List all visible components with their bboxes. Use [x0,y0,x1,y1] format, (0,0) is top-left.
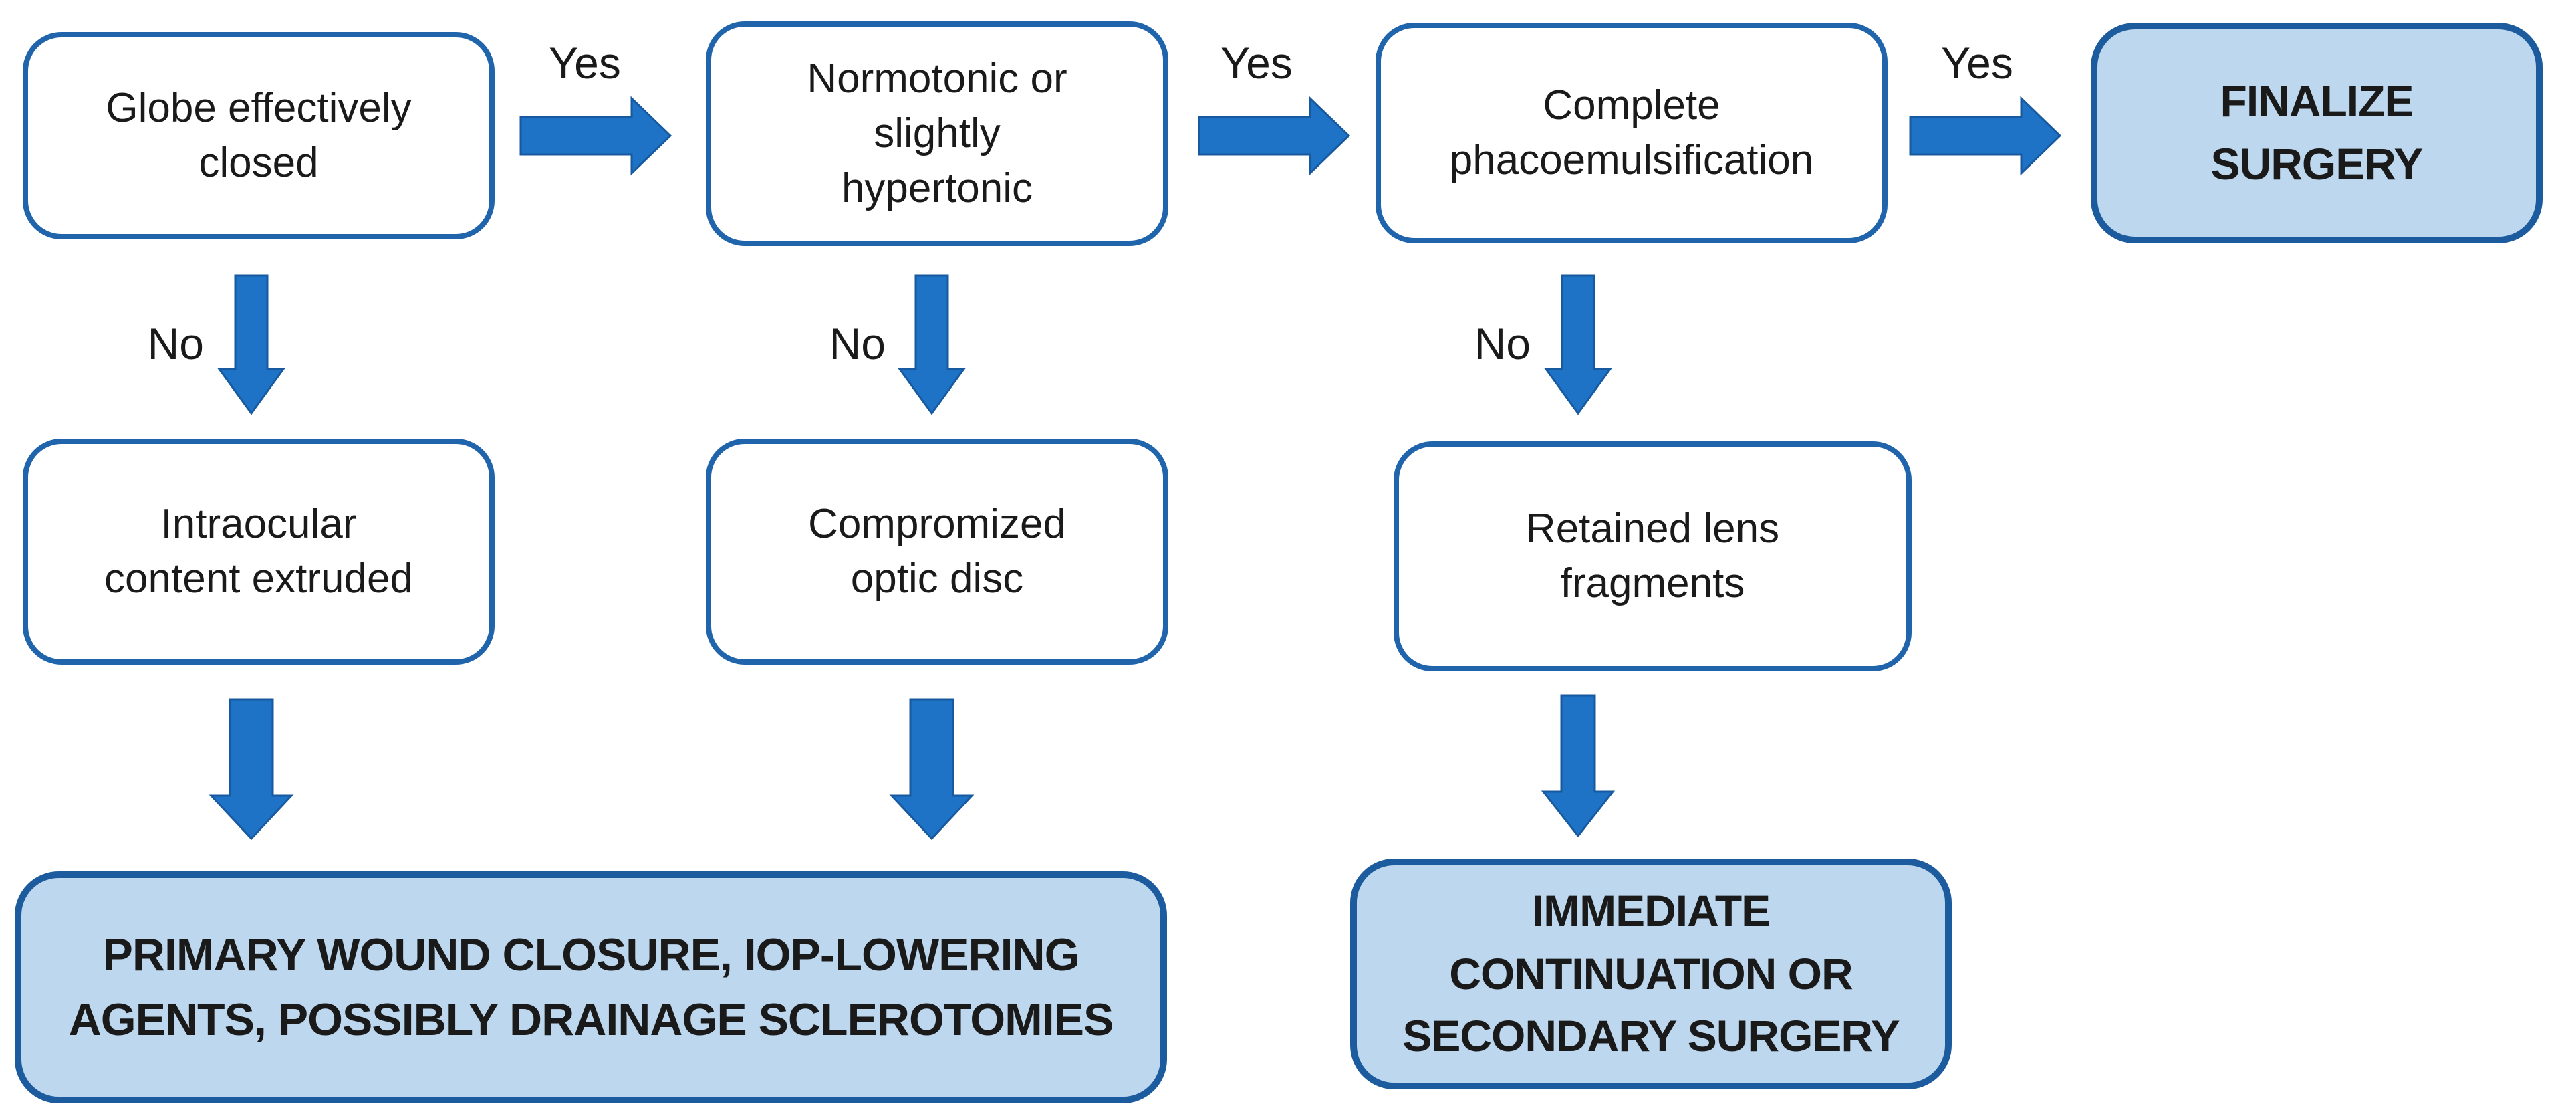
arrow-down-compromized-to-primary [888,698,976,840]
node-complete-phacoemulsification: Complete phacoemulsification [1376,23,1888,243]
edge-label-no-1: No [147,319,204,368]
node-finalize-surgery: FINALIZE SURGERY [2091,23,2543,243]
node-globe-effectively-closed: Globe effectively closed [23,32,495,239]
node-normotonic-or-slightly-hypertonic: Normotonic or slightly hypertonic [706,21,1168,246]
arrow-down-phaco-to-retained [1541,274,1615,415]
node-primary-wound-closure: PRIMARY WOUND CLOSURE, IOP-LOWERING AGEN… [15,871,1167,1103]
arrow-down-normotonic-to-compromized [895,274,969,415]
arrow-right-normotonic-to-phaco [1198,86,1350,186]
node-compromized-optic-disc: Compromized optic disc [706,439,1168,665]
edge-label-yes-1: Yes [549,38,621,88]
edge-label-no-2: No [829,319,886,368]
edge-label-yes-2: Yes [1220,38,1293,88]
arrow-down-retained-to-immediate [1538,694,1618,837]
arrow-down-globe-to-intraocular [215,274,288,415]
arrow-down-intraocular-to-primary [207,698,295,840]
node-intraocular-content-extruded: Intraocular content extruded [23,439,495,665]
node-immediate-continuation-or-secondary-surgery: IMMEDIATE CONTINUATION OR SECONDARY SURG… [1350,859,1952,1089]
arrow-right-phaco-to-finalize [1909,86,2061,186]
node-retained-lens-fragments: Retained lens fragments [1394,441,1912,671]
arrow-right-globe-to-normotonic [519,86,672,186]
edge-label-yes-3: Yes [1941,38,2013,88]
edge-label-no-3: No [1474,319,1531,368]
